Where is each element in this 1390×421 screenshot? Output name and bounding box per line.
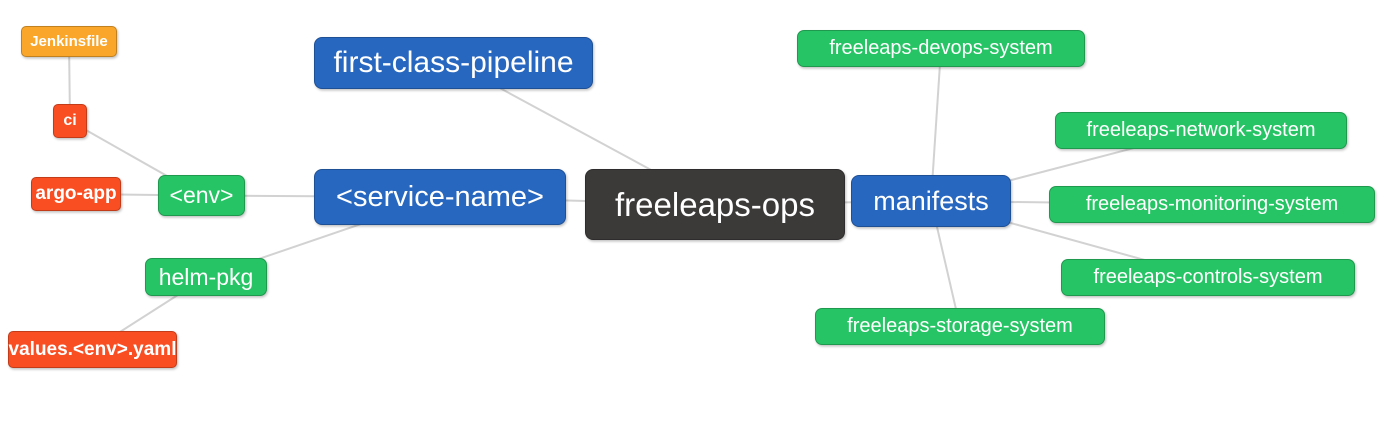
- node-jenkinsfile[interactable]: Jenkinsfile: [21, 26, 117, 57]
- node-env[interactable]: <env>: [158, 175, 245, 216]
- node-manifests[interactable]: manifests: [851, 175, 1011, 227]
- node-freeleaps-storage-system[interactable]: freeleaps-storage-system: [815, 308, 1105, 345]
- node-helm-pkg[interactable]: helm-pkg: [145, 258, 267, 296]
- node-first-class-pipeline[interactable]: first-class-pipeline: [314, 37, 593, 89]
- node-freeleaps-controls-system[interactable]: freeleaps-controls-system: [1061, 259, 1355, 296]
- node-freeleaps-monitoring-system[interactable]: freeleaps-monitoring-system: [1049, 186, 1375, 223]
- node-ci[interactable]: ci: [53, 104, 87, 138]
- node-argo-app[interactable]: argo-app: [31, 177, 121, 211]
- node-freeleaps-devops-system[interactable]: freeleaps-devops-system: [797, 30, 1085, 67]
- node-values-env-yaml[interactable]: values.<env>.yaml: [8, 331, 177, 368]
- node-service-name[interactable]: <service-name>: [314, 169, 566, 225]
- node-freeleaps-network-system[interactable]: freeleaps-network-system: [1055, 112, 1347, 149]
- node-freeleaps-ops-root[interactable]: freeleaps-ops: [585, 169, 845, 240]
